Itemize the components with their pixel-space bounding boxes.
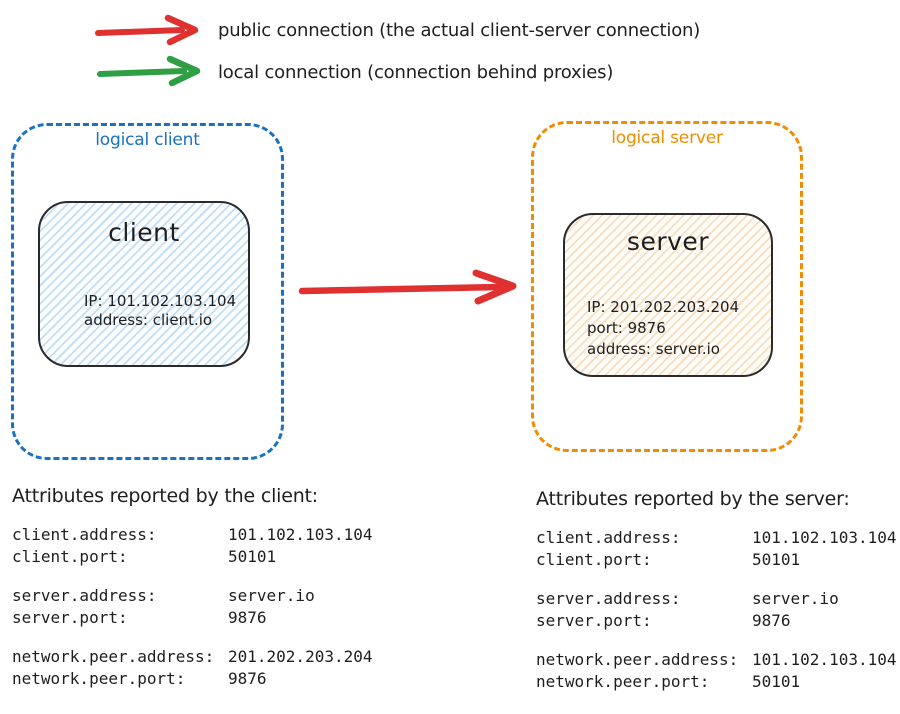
server-attributes-panel: Attributes reported by the server: clien…: [536, 486, 900, 710]
logical-client-label: logical client: [95, 130, 200, 150]
client-to-server-arrow-icon: [298, 269, 517, 305]
server-node-title: server: [626, 227, 710, 256]
attr-value: 9876: [228, 608, 267, 627]
attr-value: 50101: [228, 547, 277, 566]
client-attributes-title: Attributes reported by the client:: [12, 485, 319, 507]
attr-group-client: client.address: 101.102.103.104 client.p…: [536, 527, 900, 571]
attr-key: network.peer.address:: [12, 647, 215, 666]
attr-key: network.peer.port:: [12, 669, 186, 688]
attr-group-client: client.address: 101.102.103.104 client.p…: [12, 524, 422, 568]
attr-value: 50101: [752, 672, 801, 691]
attr-row: network.peer.address: 201.202.203.204: [12, 646, 422, 668]
attr-group-server: server.address: server.io server.port: 9…: [12, 585, 422, 629]
attr-value: 50101: [752, 550, 801, 569]
attr-value: 101.102.103.104: [752, 650, 897, 669]
attr-key: server.port:: [12, 608, 128, 627]
client-node: client IP: 101.102.103.104 address: clie…: [38, 201, 250, 367]
logical-server-box: logical server: [531, 121, 803, 452]
client-attributes-panel: Attributes reported by the client: clien…: [12, 483, 422, 707]
attr-row: client.port: 50101: [12, 546, 422, 568]
attr-value: 101.102.103.104: [228, 525, 373, 544]
attr-key: network.peer.port:: [536, 672, 710, 691]
client-address-line: address: client.io: [84, 311, 213, 329]
attr-key: client.port:: [536, 550, 652, 569]
legend-public-label: public connection (the actual client-ser…: [218, 20, 701, 41]
attr-key: server.port:: [536, 611, 652, 630]
client-node-info: IP: 101.102.103.104 address: client.io: [84, 292, 236, 330]
public-connection-arrow-icon: [95, 14, 199, 46]
server-node: server IP: 201.202.203.204 port: 9876 ad…: [563, 213, 773, 377]
attr-key: server.address:: [536, 589, 681, 608]
client-attributes-list: client.address: 101.102.103.104 client.p…: [12, 524, 422, 690]
server-port-line: port: 9876: [587, 319, 666, 337]
logical-server-label: logical server: [611, 128, 723, 148]
server-node-info: IP: 201.202.203.204 port: 9876 address: …: [587, 297, 739, 360]
attr-key: network.peer.address:: [536, 650, 739, 669]
attr-value: 9876: [752, 611, 791, 630]
attr-value: server.io: [228, 586, 315, 605]
server-attributes-title: Attributes reported by the server:: [536, 488, 850, 510]
attr-row: server.address: server.io: [536, 588, 900, 610]
attr-row: server.port: 9876: [536, 610, 900, 632]
attr-key: client.address:: [12, 525, 157, 544]
logical-client-box: logical client: [11, 123, 284, 460]
server-attributes-list: client.address: 101.102.103.104 client.p…: [536, 527, 900, 693]
server-ip-line: IP: 201.202.203.204: [587, 298, 740, 316]
client-ip-line: IP: 101.102.103.104: [84, 292, 237, 310]
attr-row: client.address: 101.102.103.104: [536, 527, 900, 549]
attr-key: client.address:: [536, 528, 681, 547]
server-address-line: address: server.io: [587, 340, 720, 358]
attr-group-network-peer: network.peer.address: 201.202.203.204 ne…: [12, 646, 422, 690]
attr-key: server.address:: [12, 586, 157, 605]
attr-row: server.address: server.io: [12, 585, 422, 607]
attr-value: 9876: [228, 669, 267, 688]
attr-group-network-peer: network.peer.address: 101.102.103.104 ne…: [536, 649, 900, 693]
attr-row: server.port: 9876: [12, 607, 422, 629]
attr-row: client.port: 50101: [536, 549, 900, 571]
local-connection-arrow-icon: [97, 55, 201, 87]
attr-row: network.peer.port: 9876: [12, 668, 422, 690]
attr-value: server.io: [752, 589, 839, 608]
attr-row: network.peer.address: 101.102.103.104: [536, 649, 900, 671]
attr-row: network.peer.port: 50101: [536, 671, 900, 693]
client-node-title: client: [108, 218, 180, 247]
attr-group-server: server.address: server.io server.port: 9…: [536, 588, 900, 632]
legend-local-label: local connection (connection behind prox…: [218, 62, 614, 83]
attr-value: 101.102.103.104: [752, 528, 897, 547]
attr-value: 201.202.203.204: [228, 647, 373, 666]
attr-row: client.address: 101.102.103.104: [12, 524, 422, 546]
attr-key: client.port:: [12, 547, 128, 566]
